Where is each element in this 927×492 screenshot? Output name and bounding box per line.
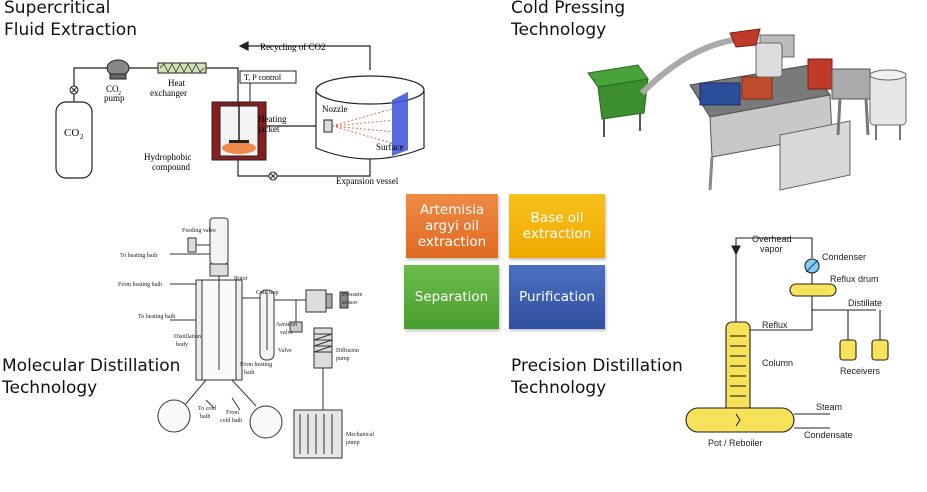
heating-jacket-label: jacket [257,124,280,134]
md-label: pump [336,356,350,362]
md-label: To heating bath [120,253,157,259]
hydrophobic-label: Hydrophobic [144,152,192,162]
box-line: Purification [519,289,595,305]
title-line: Fluid Extraction [4,20,137,40]
valve-icon [69,85,79,95]
box-purification: Purification [509,265,605,329]
title-line: Supercritical [4,0,111,18]
title-line: Technology [511,378,607,398]
box-line: Separation [414,289,489,305]
box-line: Artemisia [419,202,485,218]
box-artemisia-extraction: Artemisia argyi oil extraction [406,194,498,258]
title-line: Technology [2,378,98,398]
md-label: To cold [198,406,216,412]
md-label: Distillation [174,334,201,340]
title-molecular-distillation: Molecular Distillation Technology [2,355,180,399]
md-label: Mechanical [346,432,374,438]
pd-label: Condensate [804,430,853,440]
md-label: bath [200,414,210,420]
md-label: Pressure [342,292,363,298]
box-base-oil-extraction: Base oil extraction [509,194,605,258]
pump-label: pump [104,93,125,103]
heat-exchanger-label: Heat [168,78,185,88]
box-line: Base oil [530,210,584,226]
sfe-diagram: CO 2 CO 2 pump Heat exchanger T, P contr… [55,41,425,186]
md-label: bath [244,370,254,376]
pd-label: vapor [760,244,783,254]
md-label: Cold trap [256,290,279,296]
heat-exchanger-label: exchanger [150,88,187,98]
title-line: Technology [511,20,607,40]
pump-label: CO [106,84,119,94]
md-label: Diffusion [336,347,359,354]
pd-label: Reflux [762,320,788,330]
title-cold-pressing: Cold Pressing Technology [511,0,625,41]
title-precision-distillation: Precision Distillation Technology [511,355,683,399]
heating-jacket-label: Heating [258,114,287,124]
title-line: Molecular Distillation [2,356,181,376]
box-line: argyi oil [425,218,479,234]
md-label: To heating bath [138,314,175,320]
pd-label: Condenser [822,252,866,262]
box-line: extraction [522,226,592,242]
md-label: Aeration [276,322,297,328]
valve-icon [268,171,278,181]
pd-label: Reflux drum [830,274,879,284]
md-label: body [176,342,188,348]
nozzle-label: Nozzle [322,104,347,114]
precision-distillation-diagram: Overhead vapor Condenser Reflux drum Dis… [685,234,889,448]
cold-press-machine-illustration [587,28,907,191]
expansion-vessel-label: Expansion vessel [336,176,399,186]
md-label: sensor [342,300,357,306]
subscript-2: 2 [80,133,84,141]
subscript-2: 2 [118,91,121,97]
pd-label: Distillate [848,298,882,308]
pd-label: Overhead [752,234,792,244]
md-label: Valve [278,348,292,354]
pd-label: Column [762,358,793,368]
co2-tank-icon [55,101,93,179]
md-label: From [226,410,239,416]
pd-label: Receivers [840,366,881,376]
md-label: cold bath [220,418,242,424]
pd-label: Steam [816,402,842,412]
md-label: Feeding valve [182,228,216,234]
pd-label: Pot / Reboiler [708,438,763,448]
co2-tank-label: CO [64,127,79,139]
molecular-distillation-diagram: Feeding valve To heating bath From heati… [118,217,374,459]
hydrophobic-label: compound [152,162,190,172]
title-supercritical: Supercritical Fluid Extraction [4,0,137,41]
tp-control-label: T, P control [244,73,282,82]
md-label: From heating [240,362,272,368]
box-separation: Separation [404,265,499,329]
title-line: Precision Distillation [511,356,683,376]
recycle-label: Recycling of CO2 [260,42,326,52]
md-label: pump [346,440,360,446]
md-label: valve [280,330,293,336]
box-line: extraction [417,234,487,250]
md-label: Rotor [234,276,248,282]
title-line: Cold Pressing [511,0,626,18]
surface-label: Surface [376,142,403,152]
md-label: From heating bath [118,282,162,288]
